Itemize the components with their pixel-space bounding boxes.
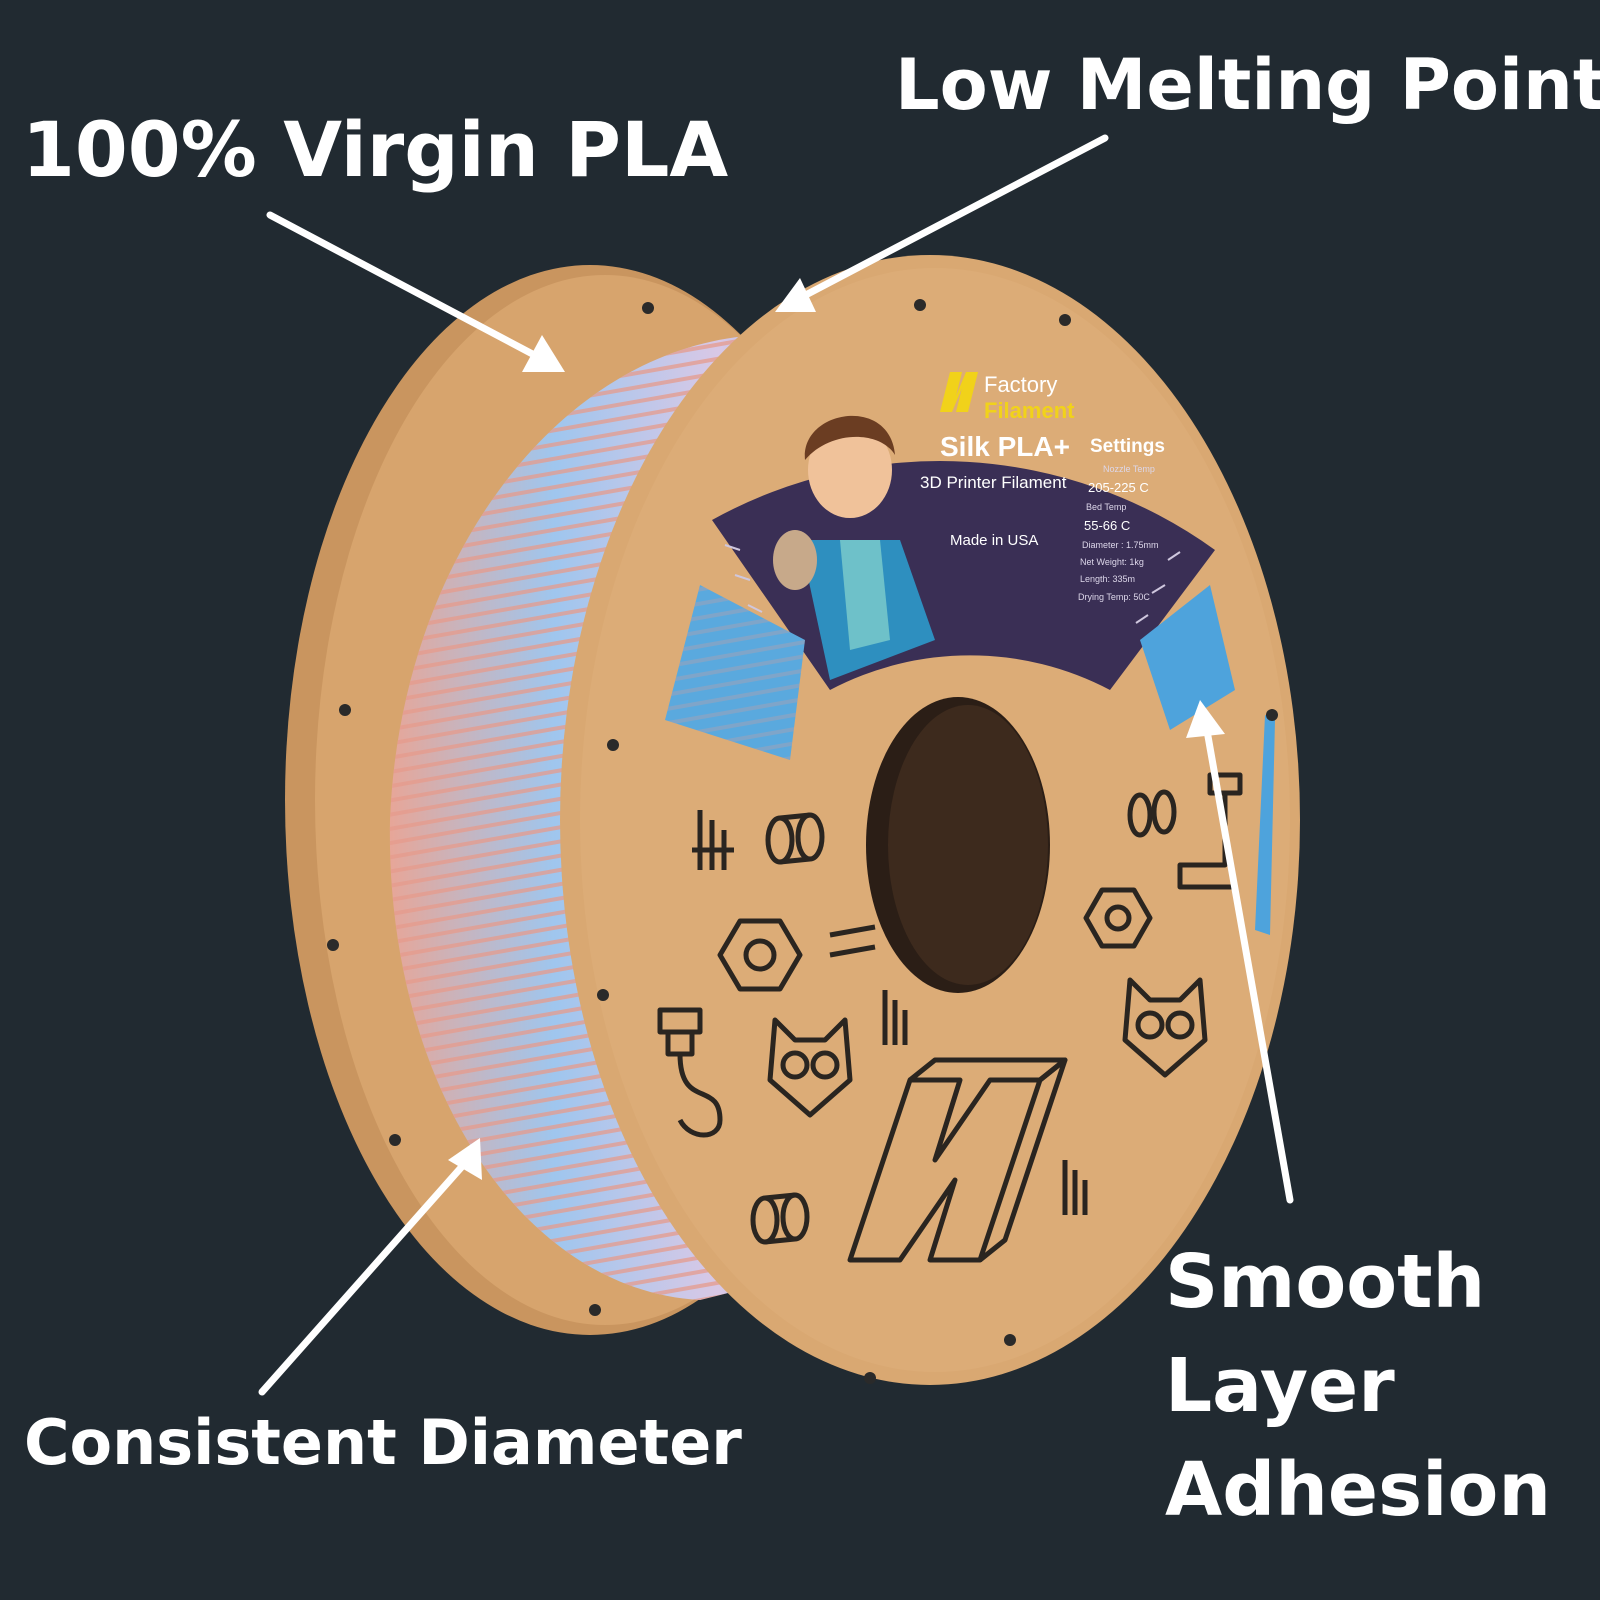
n-logo-icon (847, 1057, 1068, 1263)
hex-key-icon (1062, 1160, 1088, 1215)
hex-key-icon (882, 990, 908, 1045)
nozzle-label: Nozzle Temp (1103, 464, 1155, 474)
callout-line: Smooth (1165, 1239, 1486, 1325)
hex-nut-icon (717, 918, 803, 992)
callout-line: Layer (1165, 1343, 1395, 1429)
arrow-melting (775, 134, 1109, 312)
callout-low-melting-point: Low Melting Point (895, 44, 1600, 126)
arrow-diameter (258, 1138, 482, 1396)
callout-line: Adhesion (1165, 1447, 1552, 1533)
callout-arrows (258, 134, 1294, 1396)
hex-key-icon (692, 810, 734, 870)
flange-holes (597, 299, 1278, 1384)
brand-line1: Factory (984, 372, 1057, 397)
mini-spool-icon (1127, 789, 1177, 838)
arrow-smooth (1186, 700, 1294, 1204)
product-name: Silk PLA+ (940, 431, 1070, 462)
owl-icon (767, 1017, 853, 1118)
owl-icon (1122, 977, 1208, 1078)
product-label: Factory Filament Silk PLA+ 3D Printer Fi… (712, 372, 1215, 690)
brand-line2: Filament (984, 398, 1075, 423)
nozzle-value: 205-225 C (1088, 480, 1149, 495)
center-hub-hole (866, 697, 1050, 993)
callout-consistent-diameter: Consistent Diameter (24, 1406, 742, 1479)
made-in: Made in USA (950, 532, 1038, 549)
callout-virgin-pla: 100% Virgin PLA (22, 105, 729, 194)
hotend-icon (657, 1007, 723, 1138)
mascot-illustration (773, 415, 935, 680)
flange-windows (665, 585, 1275, 935)
mini-spool-icon (750, 1192, 810, 1245)
drying-spec: Drying Temp: 50C (1078, 592, 1150, 602)
bed-label: Bed Temp (1086, 502, 1126, 512)
hex-nut-icon (1083, 887, 1153, 949)
length-spec: Length: 335m (1080, 574, 1135, 584)
diameter-spec: Diameter : 1.75mm (1082, 540, 1159, 550)
callout-smooth-layer-adhesion: Smooth Layer Adhesion (1165, 1230, 1551, 1542)
arrow-virgin (266, 211, 565, 372)
mini-spool-icon (765, 812, 825, 865)
settings-title: Settings (1090, 436, 1165, 457)
bed-value: 55-66 C (1084, 518, 1130, 533)
product-subtitle: 3D Printer Filament (920, 473, 1067, 492)
bracket-icon (829, 924, 876, 958)
factory-filament-logo-icon (940, 372, 978, 412)
weight-spec: Net Weight: 1kg (1080, 557, 1144, 567)
